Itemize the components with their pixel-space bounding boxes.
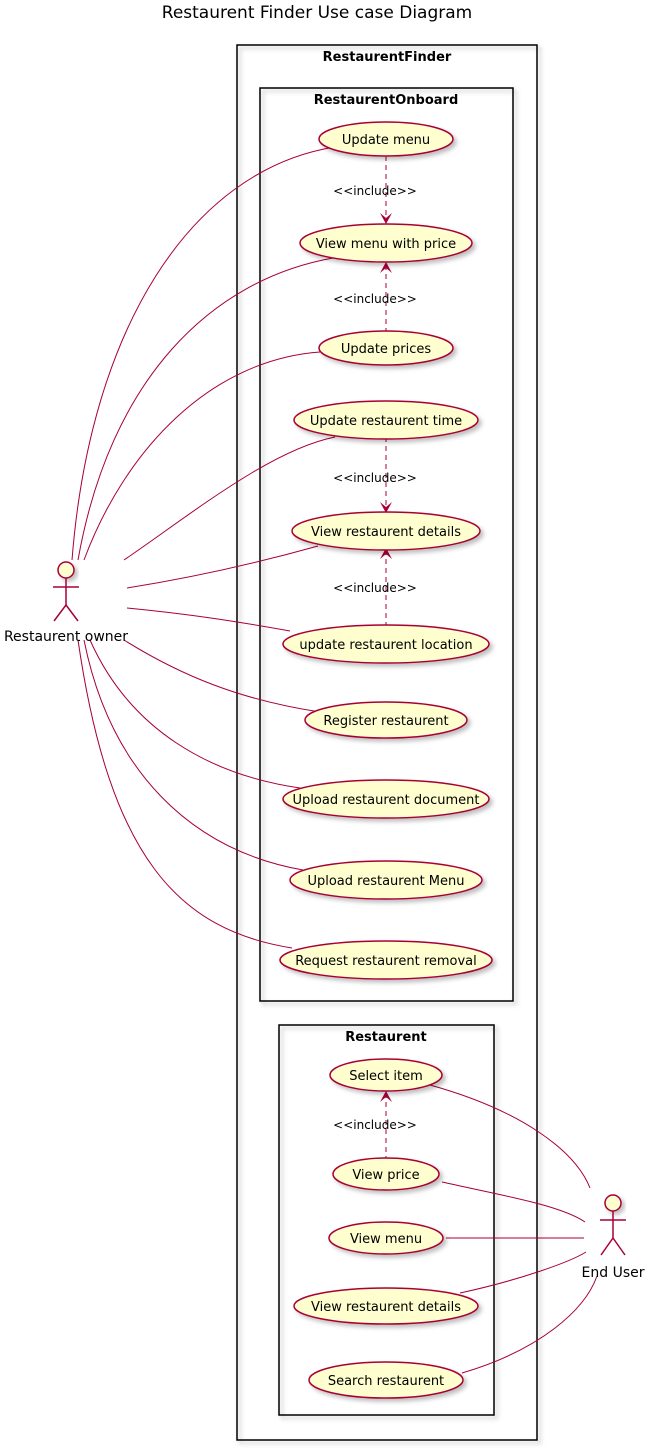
usecase-label: update restaurent location [299,638,472,653]
package-label-restaurent-onboard: RestaurentOnboard [314,93,459,108]
usecase-update-prices[interactable]: Update prices [318,330,454,366]
assoc-user-search [461,1275,598,1374]
owner-associations [71,146,336,949]
usecase-view-price[interactable]: View price [332,1157,440,1191]
assoc-owner-upload-menu [83,639,304,871]
usecase-register-restaurent[interactable]: Register restaurent [304,701,468,739]
assoc-owner-view-details [126,545,319,589]
include-relations [380,156,392,1161]
usecase-update-menu[interactable]: Update menu [318,121,454,157]
include-label-5: <<include>> [333,1118,417,1132]
usecase-view-restaurent-details-onboard[interactable]: View restaurent details [291,511,481,551]
usecase-label: Register restaurent [323,714,448,729]
usecase-label: Select item [349,1069,423,1084]
usecase-request-restaurent-removal[interactable]: Request restaurent removal [279,940,493,980]
assoc-owner-update-prices [83,351,321,561]
package-restaurent-onboard: RestaurentOnboard [259,87,514,1002]
usecase-label: View menu [350,1232,422,1247]
include-label-1: <<include>> [333,184,417,198]
assoc-user-view-price [441,1181,586,1223]
usecase-label: Upload restaurent Menu [307,874,464,889]
usecase-label: Upload restaurent document [293,793,480,808]
actor-restaurent-owner[interactable] [53,561,79,622]
package-label-restaurent-finder: RestaurentFinder [323,50,452,65]
usecase-label: View restaurent details [311,1300,461,1315]
assoc-owner-upload-document [89,639,301,789]
actor-label-restaurent-owner: Restaurent owner [4,629,128,645]
usecase-search-restaurent[interactable]: Search restaurent [308,1361,464,1399]
assoc-owner-update-menu [71,146,336,561]
actor-label-end-user: End User [582,1265,645,1281]
include-label-3: <<include>> [333,471,417,485]
actor-head-icon [57,561,75,579]
usecase-label: View restaurent details [311,525,461,540]
usecase-label: Search restaurent [328,1374,444,1389]
usecase-update-restaurent-time[interactable]: Update restaurent time [293,400,479,440]
package-restaurent-finder: RestaurentFinder [236,44,538,1441]
usecase-view-restaurent-details[interactable]: View restaurent details [293,1287,479,1325]
usecase-label: View price [352,1168,419,1183]
user-associations [429,1084,598,1374]
package-label-restaurent: Restaurent [345,1030,427,1045]
actor-head-icon [604,1194,622,1212]
assoc-user-view-details [459,1251,587,1294]
include-labels: <<include>> <<include>> <<include>> <<in… [333,184,417,1132]
assoc-owner-update-location [126,607,291,632]
assoc-owner-register [123,639,321,713]
diagram-title: Restaurent Finder Use case Diagram [162,3,472,23]
usecase-label: Request restaurent removal [295,954,477,969]
usecase-label: Update restaurent time [310,414,462,429]
assoc-user-select-item [429,1084,591,1189]
usecase-view-menu-with-price[interactable]: View menu with price [299,223,473,263]
include-label-2: <<include>> [333,292,417,306]
assoc-owner-request-removal [77,639,293,949]
package-restaurent: Restaurent [278,1024,495,1416]
include-label-4: <<include>> [333,581,417,595]
usecase-label: Update prices [341,342,432,357]
usecase-label: Update menu [342,133,430,148]
actor-end-user[interactable] [600,1194,626,1256]
usecase-update-restaurent-location[interactable]: update restaurent location [282,624,490,664]
usecase-upload-restaurent-document[interactable]: Upload restaurent document [282,779,490,819]
assoc-owner-view-menu-price [77,257,334,561]
usecase-label: View menu with price [316,237,456,252]
usecase-select-item[interactable]: Select item [329,1058,443,1092]
assoc-owner-update-time [123,436,336,561]
usecase-view-menu[interactable]: View menu [328,1221,444,1255]
usecase-upload-restaurent-menu[interactable]: Upload restaurent Menu [289,860,483,900]
